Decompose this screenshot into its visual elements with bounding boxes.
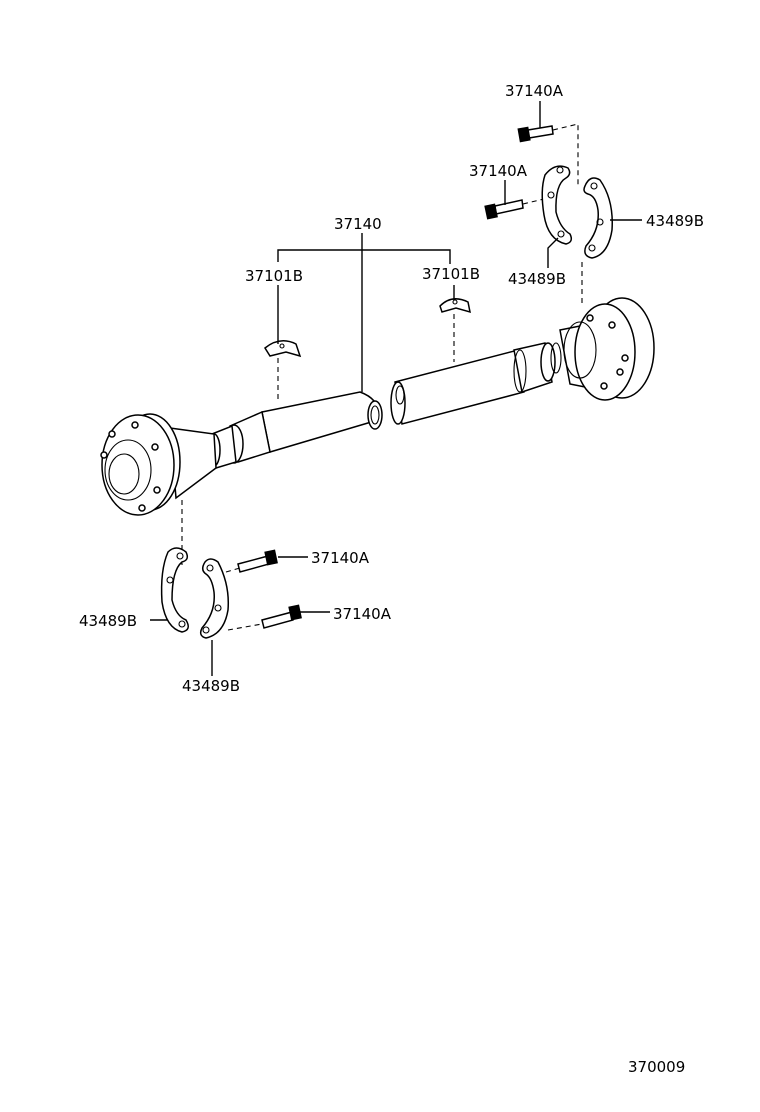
clamp-right <box>439 298 471 314</box>
washer-right-outer <box>583 177 613 259</box>
label-bolt-lower-2: 37140A <box>333 605 392 623</box>
diagram-code: 370009 <box>628 1058 685 1076</box>
bolt-lower-2 <box>261 604 302 629</box>
leader-lines <box>150 101 642 676</box>
front-shaft-tube <box>261 391 383 453</box>
label-washer-left-outer: 43489B <box>79 612 137 630</box>
label-bolt-upper: 37140A <box>469 162 528 180</box>
washer-left-outer <box>160 547 189 633</box>
front-universal-joint <box>169 410 271 500</box>
front-flange-yoke <box>100 413 181 516</box>
label-washer-right-inner: 43489B <box>508 270 566 288</box>
bolt-lower-1 <box>237 549 278 573</box>
rear-shaft-tube <box>390 342 562 425</box>
label-clamp-left: 37101B <box>245 267 303 285</box>
bolt-upper <box>484 199 524 220</box>
washer-left-inner <box>199 558 230 639</box>
label-bolt-lower-1: 37140A <box>311 549 370 567</box>
label-washer-right-outer: 43489B <box>646 212 704 230</box>
label-bolt-top: 37140A <box>505 82 564 100</box>
washer-right-inner <box>541 165 573 245</box>
rear-flange-yoke <box>559 297 655 401</box>
label-washer-left-inner: 43489B <box>182 677 240 695</box>
label-clamp-right: 37101B <box>422 265 480 283</box>
clamp-left <box>264 340 302 358</box>
label-shaft-assembly: 37140 <box>334 215 382 233</box>
bolt-top <box>517 125 554 143</box>
